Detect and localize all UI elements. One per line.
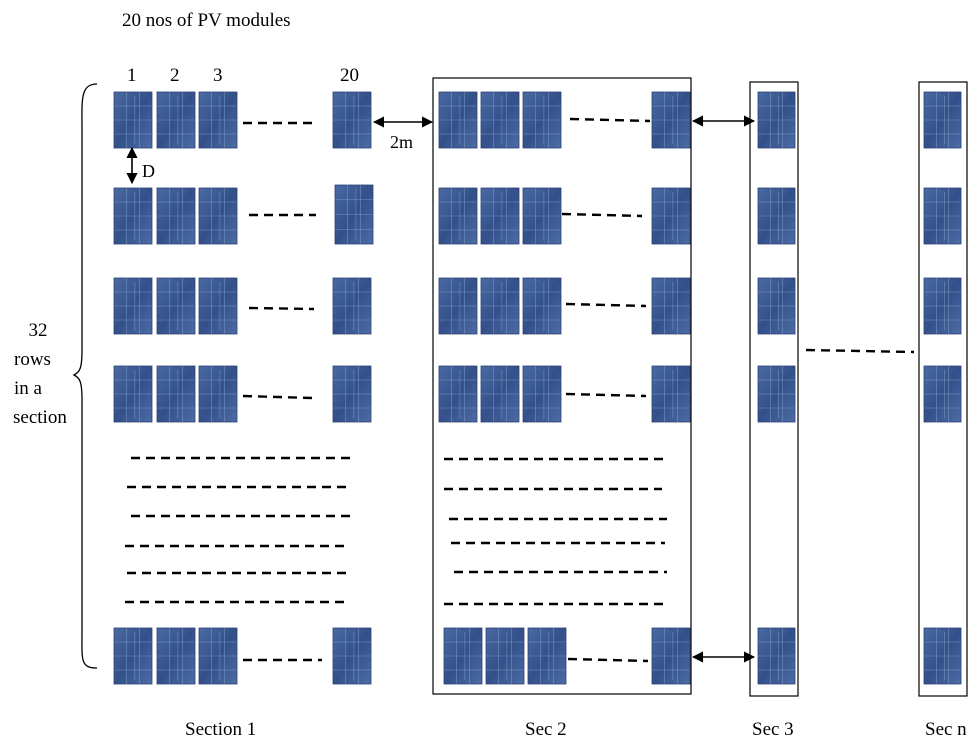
row-continuation-s2-r3 (565, 302, 647, 308)
pv-module-sn-r2 (923, 187, 962, 245)
pv-module-s3-r3 (757, 277, 796, 335)
pv-module-s1-r4-c1 (113, 365, 153, 423)
column-number-2: 2 (170, 65, 180, 86)
diagram-title: 20 nos of PV modules (122, 10, 291, 31)
row-gap-label: D (142, 161, 155, 181)
section-box-2 (432, 77, 692, 695)
pv-module-s2-r1-c20 (651, 91, 691, 149)
pv-module-s1-r2-c20 (334, 184, 374, 245)
pv-module-s1-r3-c3 (198, 277, 238, 335)
row-continuation-s1-r3 (248, 306, 315, 311)
pv-module-s2-r3-c2 (480, 277, 520, 335)
section-label-n: Sec n (925, 719, 967, 740)
pv-module-s1-r4-c2 (156, 365, 196, 423)
section-box-n (918, 81, 968, 697)
sections-continuation (805, 348, 915, 354)
row-continuation-s2-r1 (569, 117, 651, 123)
pv-module-s2-r32-c3 (527, 627, 567, 685)
row-continuation-s1-r4 (242, 394, 313, 400)
side-label-line-4: section (13, 407, 67, 428)
pv-module-s2-r2-c1 (438, 187, 478, 245)
pv-module-s2-r32-c1 (443, 627, 483, 685)
pv-module-s1-r2-c3 (198, 187, 238, 245)
pv-module-s1-r1-c2 (156, 91, 196, 149)
pv-module-s3-r1 (757, 91, 796, 149)
column-number-3: 3 (213, 65, 223, 86)
pv-module-s2-r1-c2 (480, 91, 520, 149)
pv-module-s1-r5-c2 (156, 627, 196, 685)
pv-module-s1-r1-c1 (113, 91, 153, 149)
pv-module-s2-r2-c2 (480, 187, 520, 245)
pv-module-s2-r32-c2 (485, 627, 525, 685)
section-label-2: Sec 2 (525, 719, 567, 740)
side-label-line-3: in a (14, 378, 42, 399)
pv-module-s2-r2-c3 (522, 187, 562, 245)
pv-module-sn-r1 (923, 91, 962, 149)
column-number-1: 1 (127, 65, 137, 86)
pv-module-s3-r2 (757, 187, 796, 245)
pv-module-sn-r3 (923, 277, 962, 335)
row-continuation-s2-r2 (561, 212, 643, 218)
side-label-line-1: 32 (28, 320, 48, 341)
column-number-20: 20 (340, 65, 359, 86)
rows-brace (72, 83, 98, 669)
pv-module-s2-r4-c20 (651, 365, 691, 423)
pv-module-s1-r2-c1 (113, 187, 153, 245)
pv-module-s2-r2-c20 (651, 187, 691, 245)
pv-module-s2-r4-c3 (522, 365, 562, 423)
section-label-3: Sec 3 (752, 719, 794, 740)
pv-module-s2-r3-c20 (651, 277, 691, 335)
pv-module-s2-r1-c3 (522, 91, 562, 149)
pv-module-s1-r1-c3 (198, 91, 238, 149)
pv-module-s1-r3-c20 (332, 277, 372, 335)
pv-module-s2-r4-c1 (438, 365, 478, 423)
pv-module-s3-r4 (757, 365, 796, 423)
row-continuation-s2-last (567, 657, 649, 663)
pv-module-s1-r4-c20 (332, 365, 372, 423)
side-label: 32 rows in a section (4, 316, 72, 432)
side-label-line-2: rows (14, 349, 51, 370)
row-continuation-s2-r4 (565, 392, 647, 398)
pv-module-s1-r4-c3 (198, 365, 238, 423)
pv-module-s1-r5-c20 (332, 627, 372, 685)
pv-module-s1-r2-c2 (156, 187, 196, 245)
section-label-1: Section 1 (185, 719, 257, 740)
lines-layer (72, 77, 968, 697)
pv-module-s1-r3-c1 (113, 277, 153, 335)
pv-module-s1-r3-c2 (156, 277, 196, 335)
pv-module-sn-r5 (923, 627, 962, 685)
pv-modules-layer (113, 91, 962, 685)
pv-module-s2-r1-c1 (438, 91, 478, 149)
pv-module-s2-r3-c3 (522, 277, 562, 335)
pv-module-s2-r32-c20 (651, 627, 691, 685)
pv-module-sn-r4 (923, 365, 962, 423)
pv-module-s1-r5-c1 (113, 627, 153, 685)
spacing-label: 2m (390, 132, 414, 152)
pv-module-s2-r3-c1 (438, 277, 478, 335)
pv-module-s2-r4-c2 (480, 365, 520, 423)
pv-module-s1-r5-c3 (198, 627, 238, 685)
pv-module-s3-r5 (757, 627, 796, 685)
section-box-3 (749, 81, 799, 697)
pv-module-s1-r1-c20 (332, 91, 372, 149)
